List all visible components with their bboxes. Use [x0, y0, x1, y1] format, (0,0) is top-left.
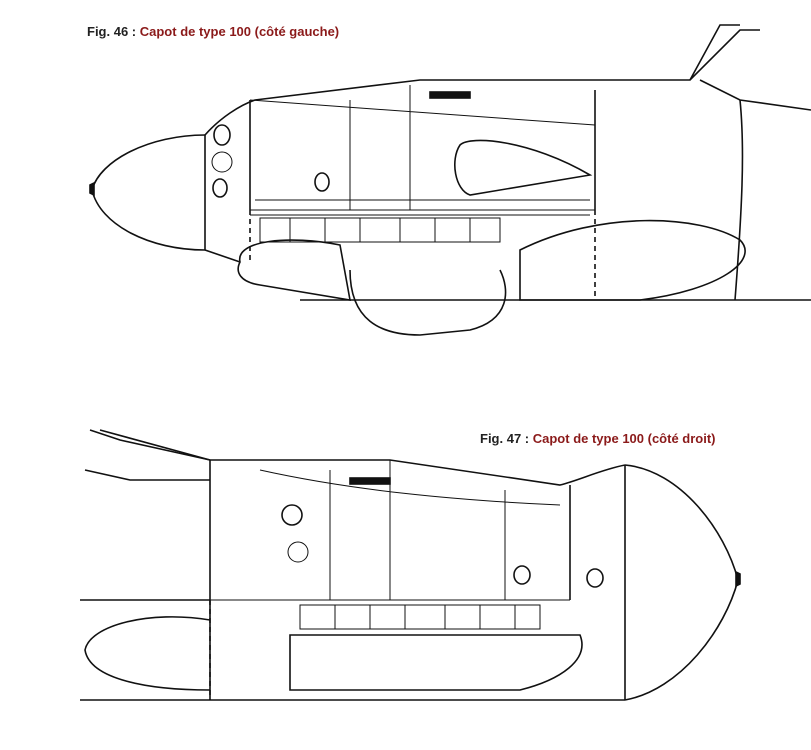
hatch — [213, 124, 231, 146]
exhaust-stacks-dividers — [334, 605, 516, 629]
radiator-fairing — [519, 219, 746, 301]
fuselage-bottom — [204, 249, 811, 301]
figure-47-caption: Fig. 47 : Capot de type 100 (côté droit) — [480, 431, 716, 446]
fuselage-top — [204, 29, 760, 136]
figure-number: Fig. 46 : — [87, 24, 137, 39]
panel-line — [249, 85, 596, 211]
exhaust-stacks — [259, 217, 501, 243]
hatch — [314, 172, 330, 192]
fuselage-bottom — [80, 599, 625, 701]
oil-cooler — [349, 269, 507, 336]
oil-cooler-front — [237, 239, 351, 301]
exhaust-stacks-dividers — [289, 218, 471, 242]
panel-line — [210, 460, 570, 601]
hatch — [513, 565, 531, 585]
access-port — [211, 151, 233, 173]
radiator-fairing — [84, 616, 211, 691]
oil-cooler — [289, 634, 583, 691]
figure-title: Capot de type 100 (côté gauche) — [139, 24, 340, 39]
spinner-tip — [735, 570, 741, 588]
vent-slots — [349, 477, 391, 485]
supercharger-intake — [454, 139, 593, 196]
exhaust-stacks — [299, 604, 541, 630]
figure-46-drawing — [89, 24, 811, 336]
fuselage-back — [734, 99, 744, 301]
exhaust-fairing — [250, 199, 590, 216]
hatch — [586, 568, 604, 588]
figure-47-drawing — [80, 429, 741, 701]
fuselage-top — [89, 429, 626, 486]
figure-title: Capot de type 100 (côté droit) — [532, 431, 716, 446]
hatch — [212, 178, 228, 198]
canopy — [689, 24, 811, 111]
spinner-tip — [89, 181, 95, 197]
spinner — [91, 134, 206, 251]
access-port — [281, 504, 303, 526]
access-port — [287, 541, 309, 563]
canopy — [84, 429, 211, 481]
spinner — [624, 464, 739, 701]
figure-46-caption: Fig. 46 : Capot de type 100 (côté gauche… — [87, 24, 339, 39]
figure-number: Fig. 47 : — [480, 431, 530, 446]
vent-slots — [429, 91, 471, 99]
